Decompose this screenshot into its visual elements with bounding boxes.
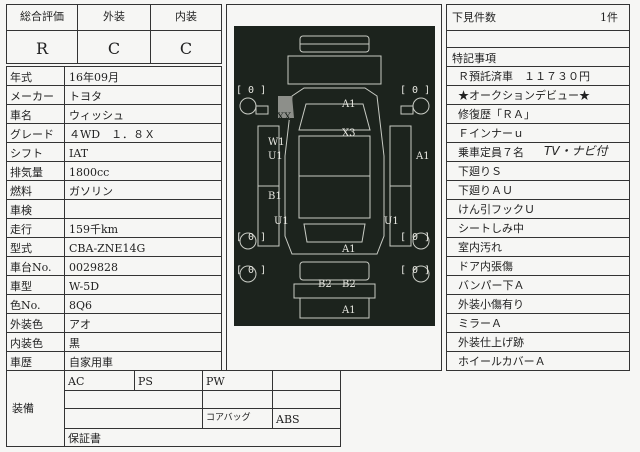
damage-code: A1 xyxy=(342,99,356,110)
damage-code: W1 xyxy=(268,137,285,148)
note-line: 乗車定員７名 xyxy=(458,146,524,159)
exterior-grade-value: C xyxy=(107,39,121,58)
inspection-count-value: 1件 xyxy=(600,11,618,24)
spec-value: CBA-ZNE14G xyxy=(69,242,146,255)
spec-value: 16年09月 xyxy=(69,71,119,84)
damage-diagram: [ 0 ] [ 0 ] [ 0 ] [ 0 ] [ 0 ] [ 0 ] A1 X… xyxy=(234,26,435,326)
handwritten-note: TV・ナビ付 xyxy=(544,144,608,158)
damage-code: B2 xyxy=(342,279,356,290)
damage-code: B1 xyxy=(268,191,282,202)
spec-label: 内装色 xyxy=(10,337,43,350)
spec-value: 自家用車 xyxy=(69,356,113,369)
equipment-item: コアバッグ xyxy=(206,413,251,423)
note-line: 下廻りＳ xyxy=(458,165,502,178)
note-line: ミラーＡ xyxy=(458,317,502,330)
spec-value: アオ xyxy=(69,318,91,331)
bracket-label: [ 0 ] xyxy=(400,265,431,276)
damage-code: A1 xyxy=(342,305,356,316)
note-line: ドア内張傷 xyxy=(458,260,513,273)
note-line: バンパー下Ａ xyxy=(458,279,525,292)
car-outline xyxy=(239,35,430,319)
spec-value: ウィッシュ xyxy=(69,109,124,122)
spec-value: 黒 xyxy=(69,337,80,350)
spec-label: 車名 xyxy=(10,109,32,122)
spec-value: トヨタ xyxy=(69,90,102,103)
shaded-panel xyxy=(278,96,294,118)
equipment-item: AC xyxy=(68,375,85,388)
note-line: けん引フックＵ xyxy=(458,203,535,216)
damage-code: X3 xyxy=(342,128,356,139)
note-line: 下廻りＡＵ xyxy=(458,184,513,197)
damage-code: U1 xyxy=(268,151,283,162)
damage-code: U1 xyxy=(384,216,399,227)
spec-label: グレード xyxy=(10,128,54,141)
spec-label: 車歴 xyxy=(10,356,32,369)
spec-value: ４WD １．８Ｘ xyxy=(69,128,156,141)
inspection-count-label: 下見件数 xyxy=(452,11,496,24)
spec-value: 1800cc xyxy=(69,166,110,179)
spec-label: 色No. xyxy=(10,299,41,312)
spec-label: 排気量 xyxy=(10,166,43,179)
bracket-label: [ 0 ] xyxy=(236,85,267,96)
spec-label: 外装色 xyxy=(10,318,43,331)
note-line: Ｆインナーｕ xyxy=(458,127,524,140)
spec-value: ガソリン xyxy=(69,185,113,198)
spec-value: 0029828 xyxy=(69,261,118,274)
damage-code: A1 xyxy=(416,151,430,162)
bracket-label: [ 0 ] xyxy=(236,232,267,243)
bracket-label: [ 0 ] xyxy=(400,85,431,96)
notes-title: 特記事項 xyxy=(452,52,496,65)
bracket-label: [ 0 ] xyxy=(400,232,431,243)
spec-label: 車型 xyxy=(10,280,32,293)
spec-label: シフト xyxy=(10,147,43,160)
spec-label: 年式 xyxy=(10,71,32,84)
equipment-item: 保証書 xyxy=(68,432,101,445)
note-line: 外装仕上げ跡 xyxy=(458,336,524,349)
note-line: ★オークションデビュー★ xyxy=(458,89,590,102)
bracket-label: [ 0 ] xyxy=(236,265,267,276)
spec-label: 型式 xyxy=(10,242,32,255)
note-line: 修復歴「ＲＡ」 xyxy=(458,108,535,121)
interior-grade-label: 内装 xyxy=(175,10,197,23)
damage-code: B2 xyxy=(318,279,332,290)
note-line: 室内汚れ xyxy=(458,241,502,254)
damage-code: U1 xyxy=(274,216,289,227)
spec-label: 燃料 xyxy=(10,185,32,198)
overall-grade-value: R xyxy=(35,39,49,58)
equipment-label: 装備 xyxy=(12,402,34,415)
note-line: ホイールカバーＡ xyxy=(458,355,546,368)
interior-grade-value: C xyxy=(179,39,193,58)
overall-grade-label: 総合評価 xyxy=(20,10,64,23)
spec-label: 車検 xyxy=(10,204,32,217)
spec-value: 8Q6 xyxy=(69,299,93,312)
note-line: Ｒ預託済車 １１７３０円 xyxy=(458,70,590,83)
damage-code: XX xyxy=(277,112,292,123)
exterior-grade-label: 外装 xyxy=(103,10,125,23)
equipment-item: PS xyxy=(138,375,153,388)
note-line: シートしみ中 xyxy=(458,222,524,235)
spec-value: 159千km xyxy=(69,223,119,236)
spec-value: W-5D xyxy=(69,280,100,293)
equipment-item: ABS xyxy=(276,413,300,426)
note-line: 外装小傷有り xyxy=(458,298,524,311)
spec-label: メーカー xyxy=(10,90,54,103)
spec-label: 車台No. xyxy=(10,261,52,274)
damage-code: A1 xyxy=(342,244,356,255)
equipment-item: PW xyxy=(206,375,225,388)
spec-value: IAT xyxy=(69,147,89,160)
spec-label: 走行 xyxy=(10,223,32,236)
